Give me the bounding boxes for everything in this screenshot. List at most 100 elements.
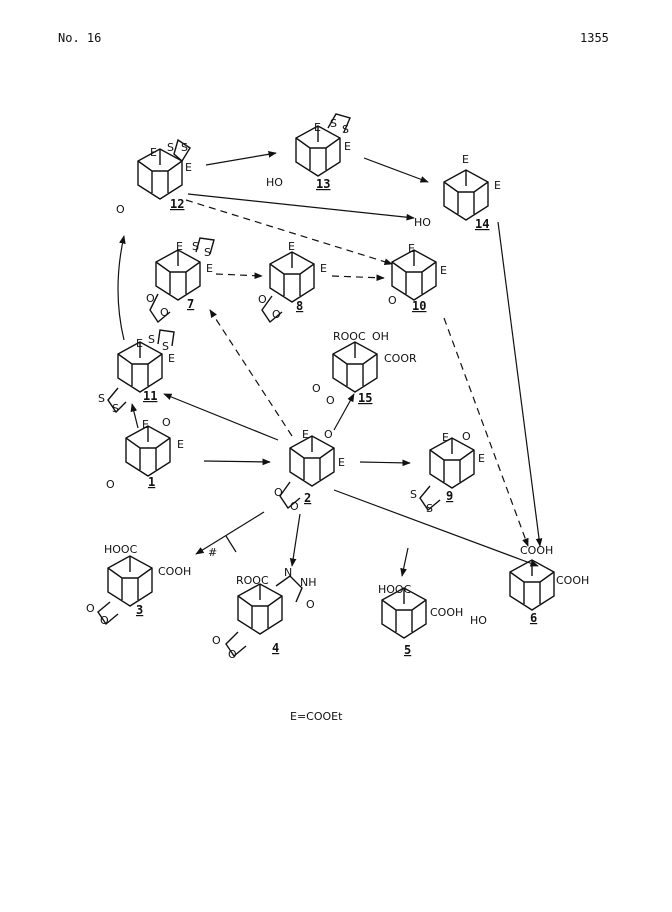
- compound-13: E S S E HO 13: [266, 113, 351, 191]
- svg-text:E: E: [185, 161, 192, 174]
- compound-number: 6: [530, 611, 537, 625]
- compound-12: E E S S O 12: [116, 138, 192, 216]
- svg-text:OH: OH: [372, 330, 389, 343]
- legend-definition: E=COOEt: [290, 710, 343, 723]
- svg-text:O: O: [86, 602, 95, 615]
- svg-text:E: E: [320, 262, 327, 275]
- svg-text:ROOC: ROOC: [333, 330, 366, 343]
- svg-text:S: S: [204, 246, 211, 259]
- compound-number: 11: [143, 389, 157, 403]
- svg-text:O: O: [388, 294, 397, 307]
- compound-10: E E O 10: [388, 242, 447, 313]
- svg-text:HO: HO: [266, 176, 283, 189]
- svg-text:O: O: [106, 478, 115, 491]
- svg-text:S: S: [181, 141, 188, 154]
- svg-text:O: O: [258, 293, 267, 306]
- header-left: No. 16: [58, 31, 101, 45]
- svg-text:E: E: [462, 153, 469, 166]
- compound-11: E S S E S S 11: [98, 329, 175, 415]
- svg-text:COOH: COOH: [520, 544, 553, 557]
- svg-text:E: E: [176, 240, 183, 253]
- svg-text:O: O: [160, 306, 169, 319]
- svg-text:E: E: [408, 242, 415, 255]
- svg-text:O: O: [462, 430, 471, 443]
- compound-number: 9: [446, 489, 453, 503]
- compound-number: 14: [475, 217, 489, 231]
- svg-text:S: S: [167, 141, 174, 154]
- svg-text:S: S: [192, 240, 199, 253]
- compound-15: ROOC OH COOR O O 15: [312, 330, 417, 407]
- svg-text:N: N: [284, 566, 292, 579]
- compound-14: E E HO 14: [414, 153, 501, 231]
- svg-text:E: E: [442, 431, 449, 444]
- svg-text:HO: HO: [470, 614, 487, 627]
- svg-text:O: O: [312, 382, 321, 395]
- arrow-mark: #: [208, 546, 217, 559]
- svg-text:E: E: [150, 146, 157, 159]
- svg-text:S: S: [426, 502, 433, 515]
- compound-number: 13: [316, 177, 330, 191]
- svg-text:O: O: [306, 598, 315, 611]
- svg-text:S: S: [410, 488, 417, 501]
- compound-7: E S S E O O 7: [146, 237, 215, 324]
- compound-number: 1: [148, 475, 155, 489]
- compound-number: 5: [404, 643, 411, 657]
- svg-text:E: E: [440, 264, 447, 277]
- compound-4: ROOC N NH O O O 4: [212, 566, 317, 661]
- svg-text:COOH: COOH: [430, 606, 463, 619]
- svg-text:S: S: [330, 117, 337, 130]
- svg-text:ROOC: ROOC: [236, 574, 269, 587]
- svg-text:E: E: [344, 140, 351, 153]
- svg-text:O: O: [326, 394, 335, 407]
- svg-text:HOOC: HOOC: [378, 583, 412, 596]
- svg-text:E: E: [168, 352, 175, 365]
- svg-text:COOH: COOH: [158, 565, 191, 578]
- svg-text:O: O: [146, 292, 155, 305]
- svg-text:COOR: COOR: [384, 352, 417, 365]
- compound-number: 7: [187, 297, 194, 311]
- compound-number: 3: [136, 603, 143, 617]
- compound-2: E O E O O 2: [274, 428, 345, 513]
- compound-number: 4: [272, 641, 279, 655]
- svg-text:E: E: [142, 418, 149, 431]
- svg-text:O: O: [290, 500, 299, 513]
- compound-3: HOOC COOH O O 3: [86, 543, 191, 627]
- svg-text:E: E: [302, 428, 309, 441]
- compound-number: 12: [170, 197, 184, 211]
- svg-text:O: O: [162, 416, 171, 429]
- svg-text:O: O: [274, 486, 283, 499]
- svg-text:E: E: [288, 240, 295, 253]
- svg-text:S: S: [148, 333, 155, 346]
- compound-number: 15: [358, 391, 372, 405]
- header-right: 1355: [580, 31, 609, 45]
- svg-text:E: E: [314, 121, 321, 134]
- svg-text:E: E: [177, 438, 184, 451]
- svg-text:O: O: [100, 614, 109, 627]
- compound-8: E E O O 8: [258, 240, 327, 324]
- svg-text:E: E: [206, 262, 213, 275]
- compound-5: HOOC COOH 5: [378, 583, 463, 657]
- compound-number: 2: [304, 491, 311, 505]
- compound-number: 10: [412, 299, 426, 313]
- svg-text:HOOC: HOOC: [104, 543, 138, 556]
- compound-9: E O E S S 9: [410, 430, 485, 515]
- svg-text:HO: HO: [414, 216, 431, 229]
- svg-text:O: O: [324, 428, 333, 441]
- svg-text:S: S: [342, 123, 349, 136]
- svg-text:S: S: [112, 402, 119, 415]
- compound-6: COOH COOH HO 6: [470, 544, 589, 627]
- svg-text:COOH: COOH: [556, 574, 589, 587]
- compound-number: 8: [296, 299, 303, 313]
- reaction-arrows: #: [117, 150, 543, 577]
- svg-text:E: E: [136, 337, 143, 350]
- svg-text:O: O: [272, 308, 281, 321]
- svg-text:S: S: [162, 340, 169, 353]
- svg-text:O: O: [116, 203, 125, 216]
- svg-text:O: O: [212, 634, 221, 647]
- svg-text:S: S: [98, 392, 105, 405]
- svg-text:E: E: [478, 452, 485, 465]
- svg-text:O: O: [228, 648, 237, 661]
- compound-1: E O E O 1: [106, 416, 184, 491]
- svg-text:E: E: [494, 179, 501, 192]
